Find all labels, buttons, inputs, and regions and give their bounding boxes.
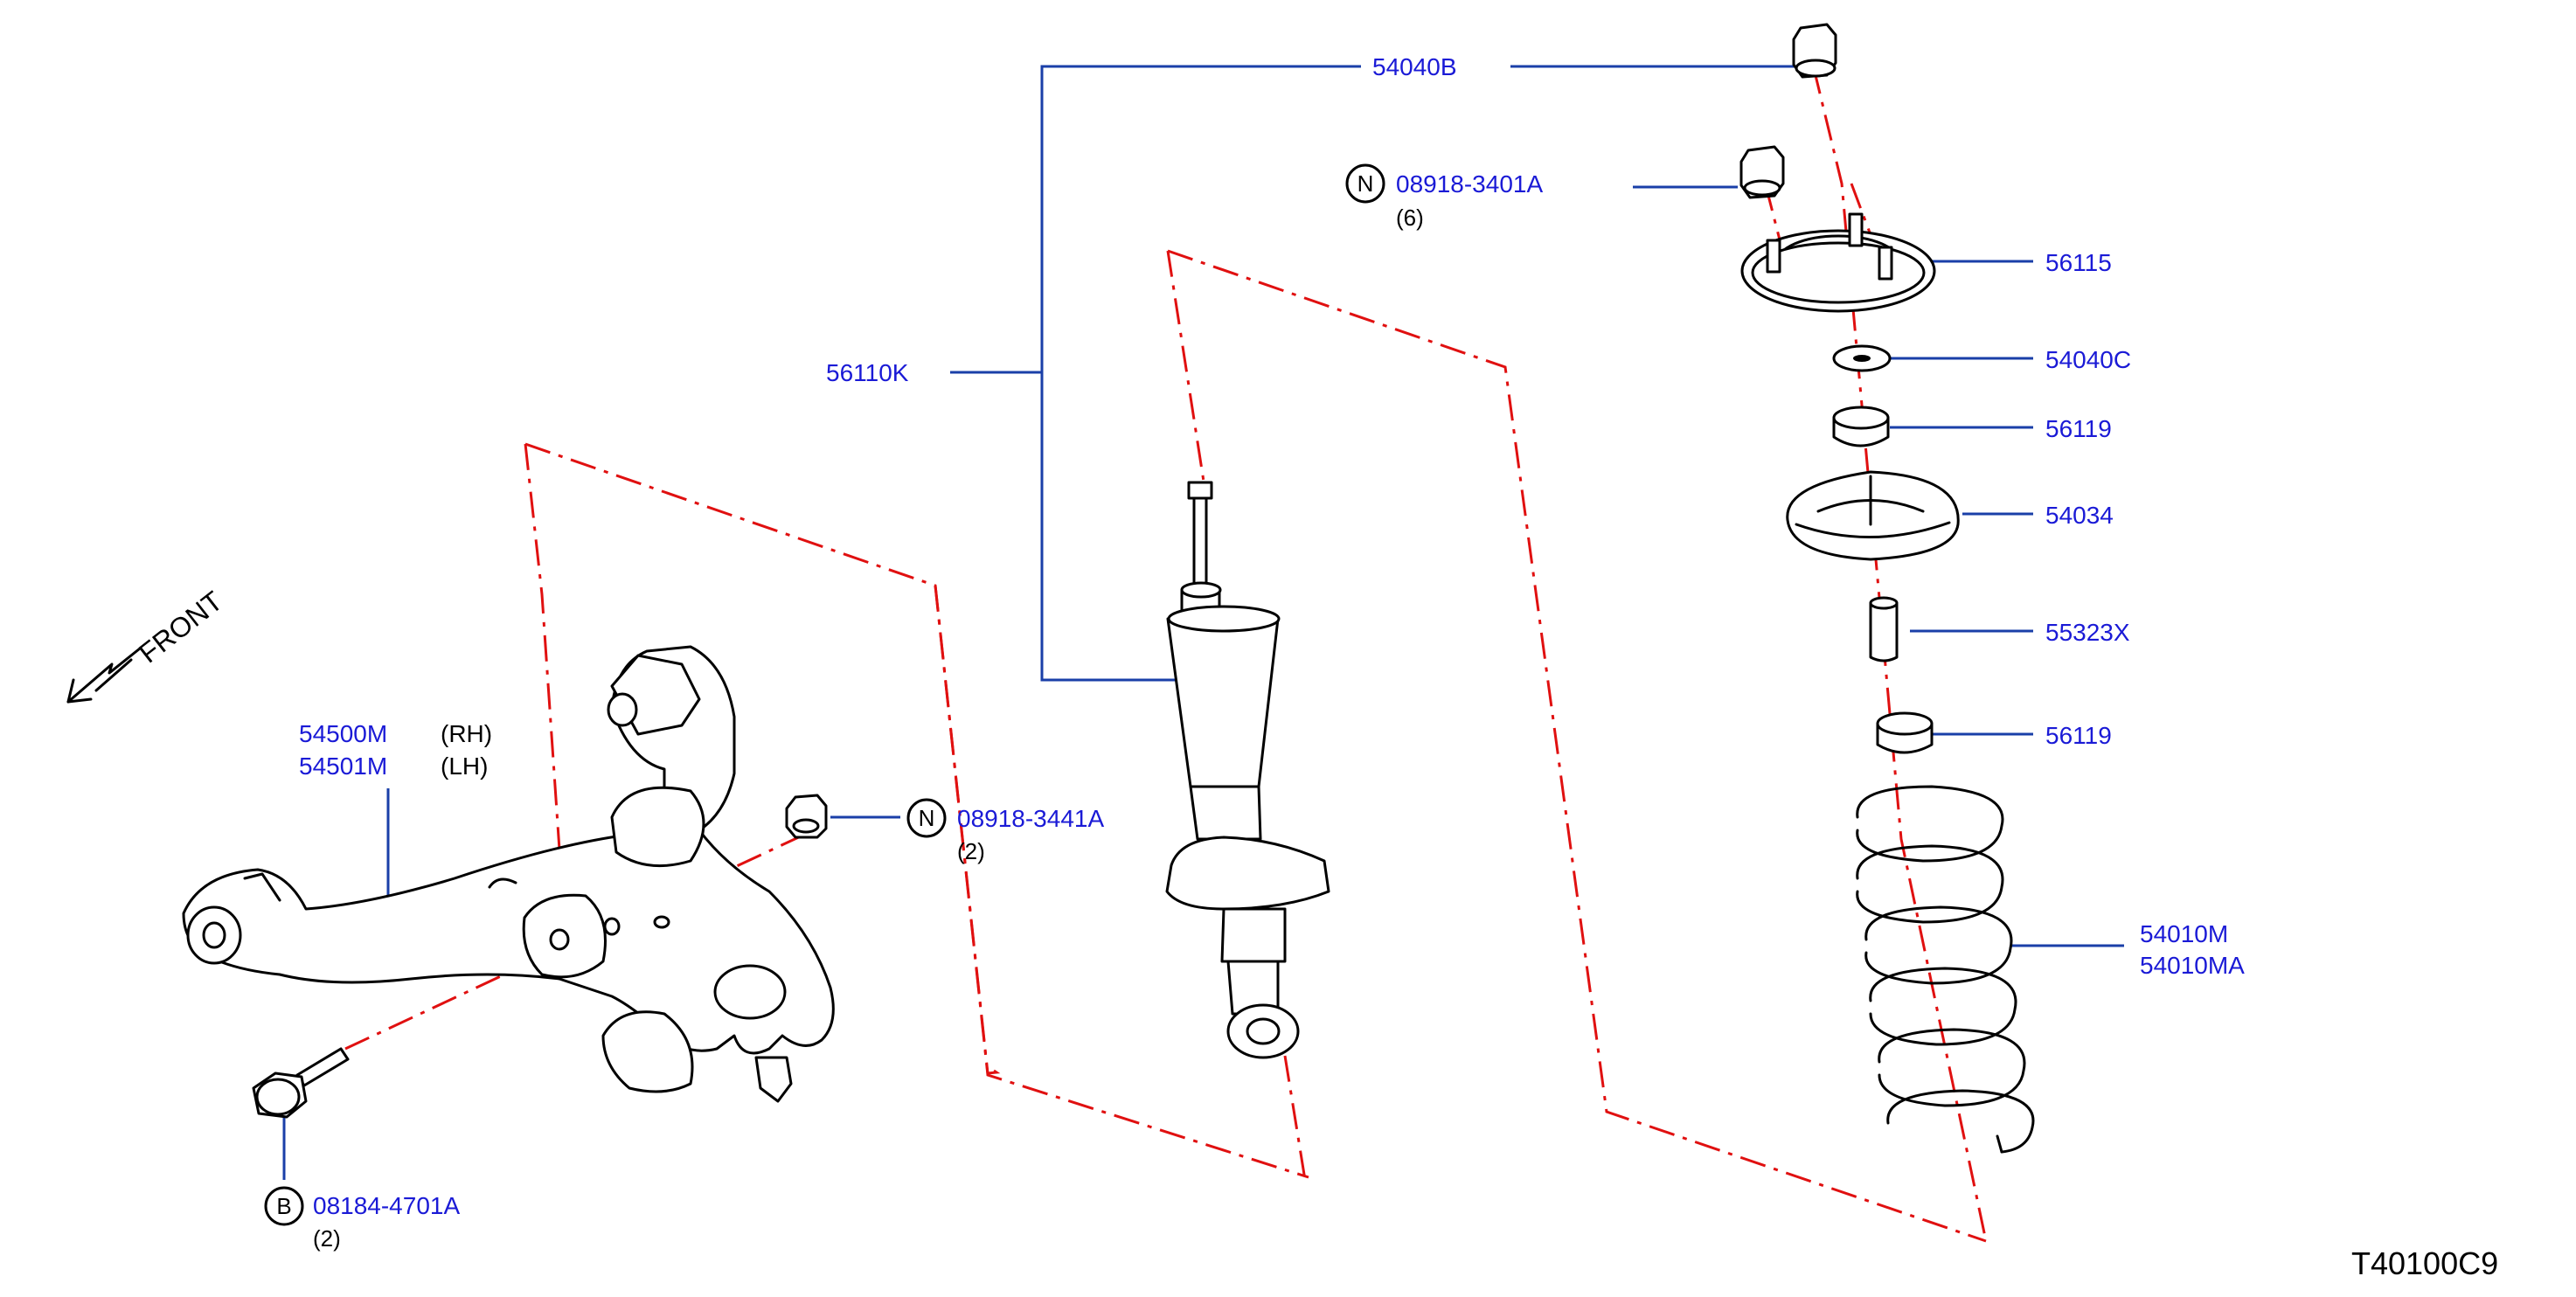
bushing-56119-bottom (1876, 711, 1934, 754)
svg-text:54010MA: 54010MA (2140, 952, 2245, 979)
label-56119-top[interactable]: 56119 (2045, 415, 2112, 442)
diagram-code: T40100C9 (2351, 1245, 2498, 1281)
front-arrow-icon (66, 647, 142, 704)
washer-54040C (1832, 344, 1892, 372)
svg-text:54040C: 54040C (2045, 346, 2131, 373)
svg-text:08184-4701A: 08184-4701A (313, 1192, 460, 1219)
label-54500M[interactable]: 54500M (299, 720, 387, 747)
bumper-55323X (1869, 596, 1899, 662)
shock-absorber-56110K (1165, 481, 1330, 1059)
bolt-08184-4701A (252, 1047, 350, 1119)
lower-control-arm-54500M (182, 645, 835, 1103)
symbol-B-circle-4701A: B (264, 1186, 304, 1226)
label-56115[interactable]: 56115 (2045, 249, 2112, 276)
qty-08184-4701A: (2) (313, 1225, 341, 1252)
label-56110K[interactable]: 56110K (826, 359, 909, 386)
label-56119-bottom[interactable]: 56119 (2045, 722, 2112, 749)
svg-text:08918-3401A: 08918-3401A (1396, 170, 1543, 198)
svg-text:56115: 56115 (2045, 249, 2112, 276)
label-54010MA[interactable]: 54010MA (2140, 952, 2245, 979)
svg-text:55323X: 55323X (2045, 619, 2130, 646)
label-54010M[interactable]: 54010M (2140, 920, 2228, 947)
label-54501M[interactable]: 54501M (299, 753, 387, 780)
label-54040B[interactable]: 54040B (1372, 53, 1457, 80)
nut-54040B (1792, 23, 1837, 79)
svg-text:B: B (276, 1193, 291, 1219)
svg-text:56110K: 56110K (826, 359, 909, 386)
seat-54034 (1786, 470, 1960, 561)
svg-text:54034: 54034 (2045, 502, 2114, 529)
label-08918-3401A[interactable]: 08918-3401A (1396, 170, 1543, 198)
qty-08918-3401A: (6) (1396, 205, 1424, 231)
svg-text:54040B: 54040B (1372, 53, 1457, 80)
svg-text:N: N (919, 805, 935, 831)
label-08184-4701A[interactable]: 08184-4701A (313, 1192, 460, 1219)
bushing-56119-top (1832, 406, 1890, 447)
label-54040C[interactable]: 54040C (2045, 346, 2131, 373)
mount-56115 (1740, 212, 1936, 313)
leader-lines (282, 65, 2124, 1180)
nut-08918-3441A (785, 794, 828, 839)
label-54034[interactable]: 54034 (2045, 502, 2114, 529)
coil-spring-54010M (1856, 785, 2035, 1154)
front-label: FRONT (133, 585, 228, 669)
svg-text:08918-3441A: 08918-3441A (957, 805, 1104, 832)
svg-text:N: N (1357, 170, 1374, 197)
qty-08918-3441A: (2) (957, 838, 985, 864)
svg-text:56119: 56119 (2045, 722, 2112, 749)
side-lh: (LH) (441, 753, 488, 780)
svg-text:54501M: 54501M (299, 753, 387, 780)
side-rh: (RH) (441, 720, 492, 747)
symbol-N-circle-3401A: N (1345, 163, 1385, 204)
symbol-N-circle-3441A: N (906, 798, 947, 838)
svg-text:54010M: 54010M (2140, 920, 2228, 947)
label-55323X[interactable]: 55323X (2045, 619, 2130, 646)
nut-08918-3401A (1739, 145, 1785, 199)
label-08918-3441A[interactable]: 08918-3441A (957, 805, 1104, 832)
svg-text:54500M: 54500M (299, 720, 387, 747)
svg-text:56119: 56119 (2045, 415, 2112, 442)
alignment-lines (344, 67, 1988, 1243)
